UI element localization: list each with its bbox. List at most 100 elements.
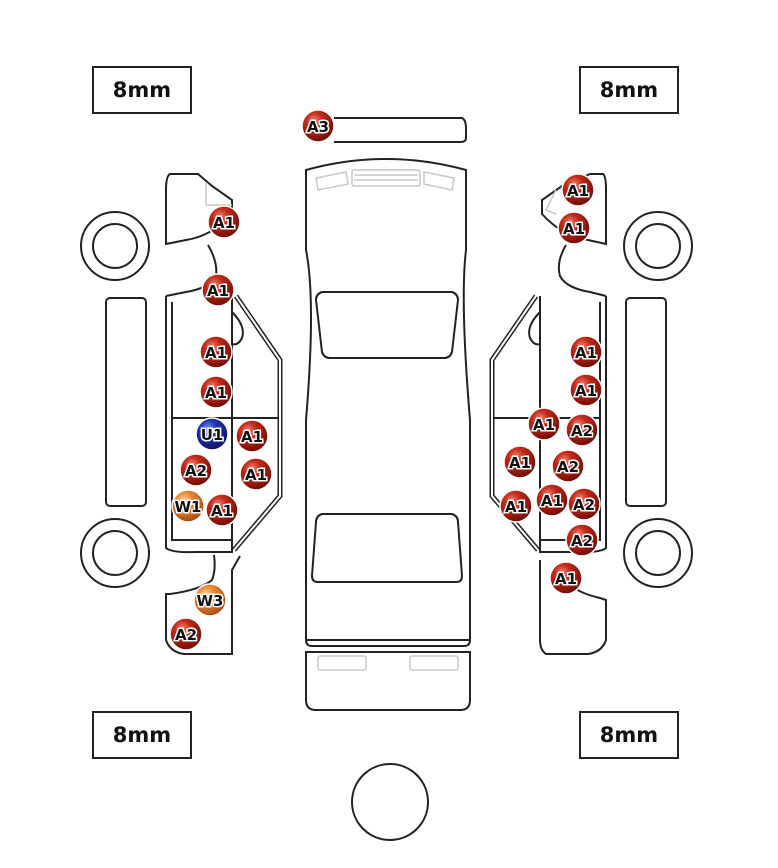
marker-ball-icon xyxy=(169,617,203,651)
marker-code: A2 xyxy=(571,532,593,550)
left-rear-wheel[interactable] xyxy=(80,518,150,588)
marker-code: W1 xyxy=(175,498,202,516)
marker-code: A3 xyxy=(307,118,329,136)
damage-marker-a1[interactable]: A1 xyxy=(205,493,239,527)
headlights-grille xyxy=(315,169,455,191)
right-front-wheel[interactable] xyxy=(623,211,693,281)
damage-marker-a2[interactable]: A2 xyxy=(567,487,601,521)
marker-ball-icon xyxy=(549,561,583,595)
marker-ball-icon xyxy=(535,483,569,517)
tread-depth-rear-left-value: 8mm xyxy=(112,723,172,747)
marker-ball-icon xyxy=(551,449,585,483)
marker-code: A1 xyxy=(213,214,235,232)
marker-code: A1 xyxy=(567,182,589,200)
right-side-step[interactable] xyxy=(625,297,667,507)
damage-marker-a1[interactable]: A1 xyxy=(569,373,603,407)
marker-code: U1 xyxy=(201,426,224,444)
tread-depth-front-right-value: 8mm xyxy=(599,78,659,102)
marker-code: A1 xyxy=(533,416,555,434)
marker-ball-icon xyxy=(179,453,213,487)
tread-depth-front-right: 8mm xyxy=(579,66,679,114)
left-front-wheel[interactable] xyxy=(80,211,150,281)
marker-ball-icon xyxy=(565,413,599,447)
damage-marker-a2[interactable]: A2 xyxy=(565,413,599,447)
marker-ball-icon xyxy=(301,109,335,143)
car-body-top-view[interactable] xyxy=(305,158,471,647)
marker-ball-icon xyxy=(199,375,233,409)
tread-depth-rear-right-value: 8mm xyxy=(599,723,659,747)
damage-marker-a1[interactable]: A1 xyxy=(239,457,273,491)
marker-ball-icon xyxy=(195,417,229,451)
damage-marker-a1[interactable]: A1 xyxy=(199,375,233,409)
marker-ball-icon xyxy=(503,445,537,479)
marker-ball-icon xyxy=(193,583,227,617)
marker-code: A1 xyxy=(563,220,585,238)
marker-code: A1 xyxy=(555,570,577,588)
marker-code: A1 xyxy=(541,492,563,510)
damage-marker-a2[interactable]: A2 xyxy=(551,449,585,483)
damage-marker-a1[interactable]: A1 xyxy=(549,561,583,595)
damage-marker-a1[interactable]: A1 xyxy=(207,205,241,239)
damage-marker-w1[interactable]: W1 xyxy=(171,489,205,523)
marker-code: A1 xyxy=(505,498,527,516)
left-side-step[interactable] xyxy=(105,297,147,507)
marker-ball-icon xyxy=(499,489,533,523)
spare-tire[interactable] xyxy=(351,763,429,841)
damage-marker-a1[interactable]: A1 xyxy=(503,445,537,479)
damage-marker-a1[interactable]: A1 xyxy=(201,273,235,307)
front-bumper[interactable] xyxy=(334,117,467,143)
marker-code: A1 xyxy=(241,428,263,446)
marker-ball-icon xyxy=(205,493,239,527)
left-side-doors[interactable] xyxy=(165,294,283,554)
damage-marker-a1[interactable]: A1 xyxy=(535,483,569,517)
tread-depth-rear-right: 8mm xyxy=(579,711,679,759)
tread-depth-front-left-value: 8mm xyxy=(112,78,172,102)
marker-code: A2 xyxy=(573,496,595,514)
damage-marker-a1[interactable]: A1 xyxy=(499,489,533,523)
damage-marker-a1[interactable]: A1 xyxy=(527,407,561,441)
marker-code: A1 xyxy=(245,466,267,484)
damage-marker-a1[interactable]: A1 xyxy=(235,419,269,453)
marker-code: A2 xyxy=(175,626,197,644)
damage-marker-a1[interactable]: A1 xyxy=(569,335,603,369)
damage-marker-a2[interactable]: A2 xyxy=(565,523,599,557)
damage-marker-a2[interactable]: A2 xyxy=(179,453,213,487)
marker-code: A1 xyxy=(211,502,233,520)
marker-ball-icon xyxy=(235,419,269,453)
right-rear-quarter[interactable] xyxy=(539,560,607,655)
rear-window[interactable] xyxy=(310,513,464,583)
marker-ball-icon xyxy=(201,273,235,307)
marker-code: A1 xyxy=(207,282,229,300)
marker-code: A1 xyxy=(205,384,227,402)
marker-ball-icon xyxy=(561,173,595,207)
marker-code: A2 xyxy=(557,458,579,476)
marker-code: A2 xyxy=(185,462,207,480)
left-rear-quarter[interactable] xyxy=(165,554,241,655)
rear-bumper[interactable] xyxy=(305,651,471,711)
marker-ball-icon xyxy=(565,523,599,557)
damage-marker-w3[interactable]: W3 xyxy=(193,583,227,617)
right-front-fender[interactable] xyxy=(541,173,607,297)
marker-code: W3 xyxy=(197,592,224,610)
marker-ball-icon xyxy=(207,205,241,239)
damage-marker-a1[interactable]: A1 xyxy=(199,335,233,369)
marker-ball-icon xyxy=(171,489,205,523)
marker-code: A1 xyxy=(205,344,227,362)
right-rear-wheel[interactable] xyxy=(623,518,693,588)
damage-marker-a1[interactable]: A1 xyxy=(561,173,595,207)
damage-marker-a3[interactable]: A3 xyxy=(301,109,335,143)
tread-depth-rear-left: 8mm xyxy=(92,711,192,759)
windshield[interactable] xyxy=(314,291,460,359)
tread-depth-front-left: 8mm xyxy=(92,66,192,114)
marker-ball-icon xyxy=(527,407,561,441)
marker-ball-icon xyxy=(199,335,233,369)
marker-ball-icon xyxy=(569,335,603,369)
marker-code: A1 xyxy=(509,454,531,472)
damage-marker-u1[interactable]: U1 xyxy=(195,417,229,451)
marker-ball-icon xyxy=(239,457,273,491)
damage-marker-a2[interactable]: A2 xyxy=(169,617,203,651)
marker-code: A1 xyxy=(575,382,597,400)
damage-marker-a1[interactable]: A1 xyxy=(557,211,591,245)
marker-code: A2 xyxy=(571,422,593,440)
